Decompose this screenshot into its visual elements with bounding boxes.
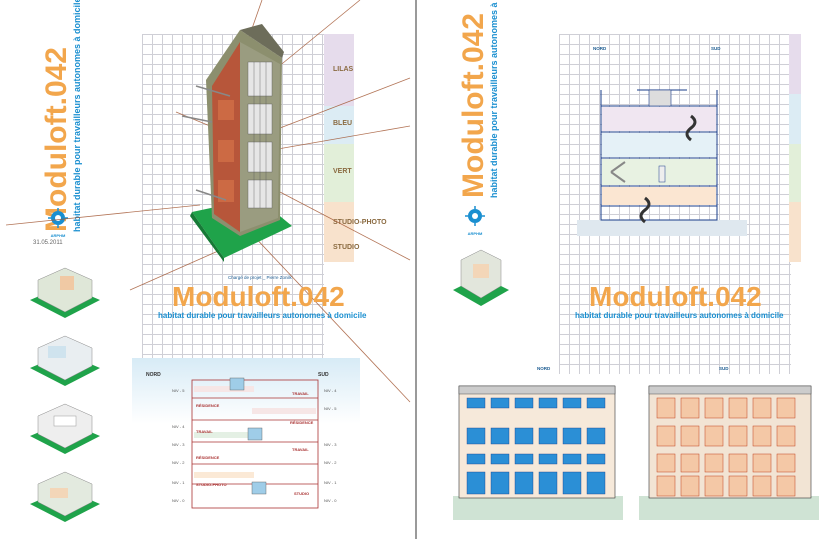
band-studio-photo [324, 202, 354, 232]
right-page: Moduloft.042 habitat durable pour travai… [417, 0, 834, 539]
right-main-brand: Moduloft.042 [589, 281, 762, 312]
left-credit: Chargé de projet _ Pierre Zonilk [228, 275, 292, 280]
niv-left-4: NIV - 2 [172, 460, 185, 465]
niv-left-1: NIV - 5 [172, 388, 185, 393]
thumbnail-1 [30, 267, 100, 318]
niv-right-3: NIV - 3 [324, 442, 337, 447]
label-bleu: BLEU [333, 120, 353, 127]
room-residence-3: RÉSIDENCE [196, 455, 220, 460]
right-vertical-title: Moduloft.042 habitat durable pour travai… [457, 0, 499, 198]
right-logo-text: ARPHM [467, 231, 483, 236]
right-vertical-brand: Moduloft.042 [457, 13, 490, 198]
thumbnail-2 [30, 335, 100, 386]
niv-left-6: NIV - 0 [172, 498, 185, 503]
top-section-sud: SUD [711, 46, 721, 51]
section-diagram: NORD SUD NIV - 5 NIV - 4 NIV - 3 [132, 358, 360, 522]
thumbnail-3 [30, 403, 100, 454]
band-lilas [324, 34, 354, 106]
right-logo: ARPHM [465, 206, 485, 236]
room-travail-2: TRAVAIL [196, 429, 213, 434]
left-main-brand: Moduloft.042 [172, 281, 345, 312]
right-main-title: Moduloft.042 habitat durable pour travai… [575, 281, 784, 321]
page-spine [415, 0, 417, 539]
niv-right-2: NIV - 5 [324, 406, 337, 411]
elev-left-nord: NORD [537, 366, 551, 371]
niv-right-6: NIV - 0 [324, 498, 337, 503]
elevation-right-drawing [639, 385, 819, 520]
left-main-subtitle: habitat durable pour travailleurs autono… [158, 311, 367, 320]
niv-right-4: NIV - 2 [324, 460, 337, 465]
label-studio: STUDIO [333, 244, 360, 251]
elev-right-sud: SUD [719, 366, 729, 371]
niv-left-2: NIV - 4 [172, 424, 185, 429]
top-section-nord: NORD [593, 46, 607, 51]
room-studio-photo: STUDIO-PHOTO [196, 482, 227, 487]
sun-logo-icon [465, 206, 485, 226]
elevation-left-drawing [453, 385, 623, 520]
niv-right-1: NIV - 4 [324, 388, 337, 393]
section-floor-lines [191, 377, 319, 509]
top-section-drawing [577, 89, 747, 236]
niv-left-5: NIV - 1 [172, 480, 185, 485]
label-lilas: LILAS [333, 66, 354, 73]
building-exploded-illustration [5, 0, 411, 403]
niv-right-5: NIV - 1 [324, 480, 337, 485]
band-studio [324, 232, 354, 262]
left-date: 31.05.2011 [33, 240, 63, 246]
right-strip-peach [789, 202, 801, 262]
section-sud: SUD [318, 372, 329, 378]
right-strip-vert [789, 144, 801, 202]
left-page: Moduloft.042 habitat durable pour travai… [5, 0, 411, 522]
band-bleu [324, 106, 354, 144]
right-strip-bleu [789, 94, 801, 144]
left-logo-text: ARPHM [50, 233, 66, 238]
room-residence-1: RÉSIDENCE [196, 403, 220, 408]
right-strip-lilas [789, 34, 801, 94]
section-nord: NORD [146, 372, 161, 378]
label-studio-photo: STUDIO-PHOTO [333, 219, 387, 226]
band-vert [324, 144, 354, 202]
room-residence-2: RÉSIDENCE [290, 420, 314, 425]
right-axonometric-thumbnail [453, 249, 509, 306]
niv-left-3: NIV - 3 [172, 442, 185, 447]
right-main-subtitle: habitat durable pour travailleurs autono… [575, 311, 784, 320]
left-main-title: Moduloft.042 habitat durable pour travai… [158, 281, 367, 321]
room-travail-1: TRAVAIL [292, 391, 309, 396]
label-vert: VERT [333, 168, 352, 175]
right-vertical-subtitle: habitat durable pour travailleurs autono… [489, 0, 499, 198]
axonometric-thumbnails [30, 267, 100, 522]
thumbnail-4 [30, 471, 100, 522]
room-travail-3: TRAVAIL [292, 447, 309, 452]
room-studio: STUDIO [294, 491, 310, 496]
